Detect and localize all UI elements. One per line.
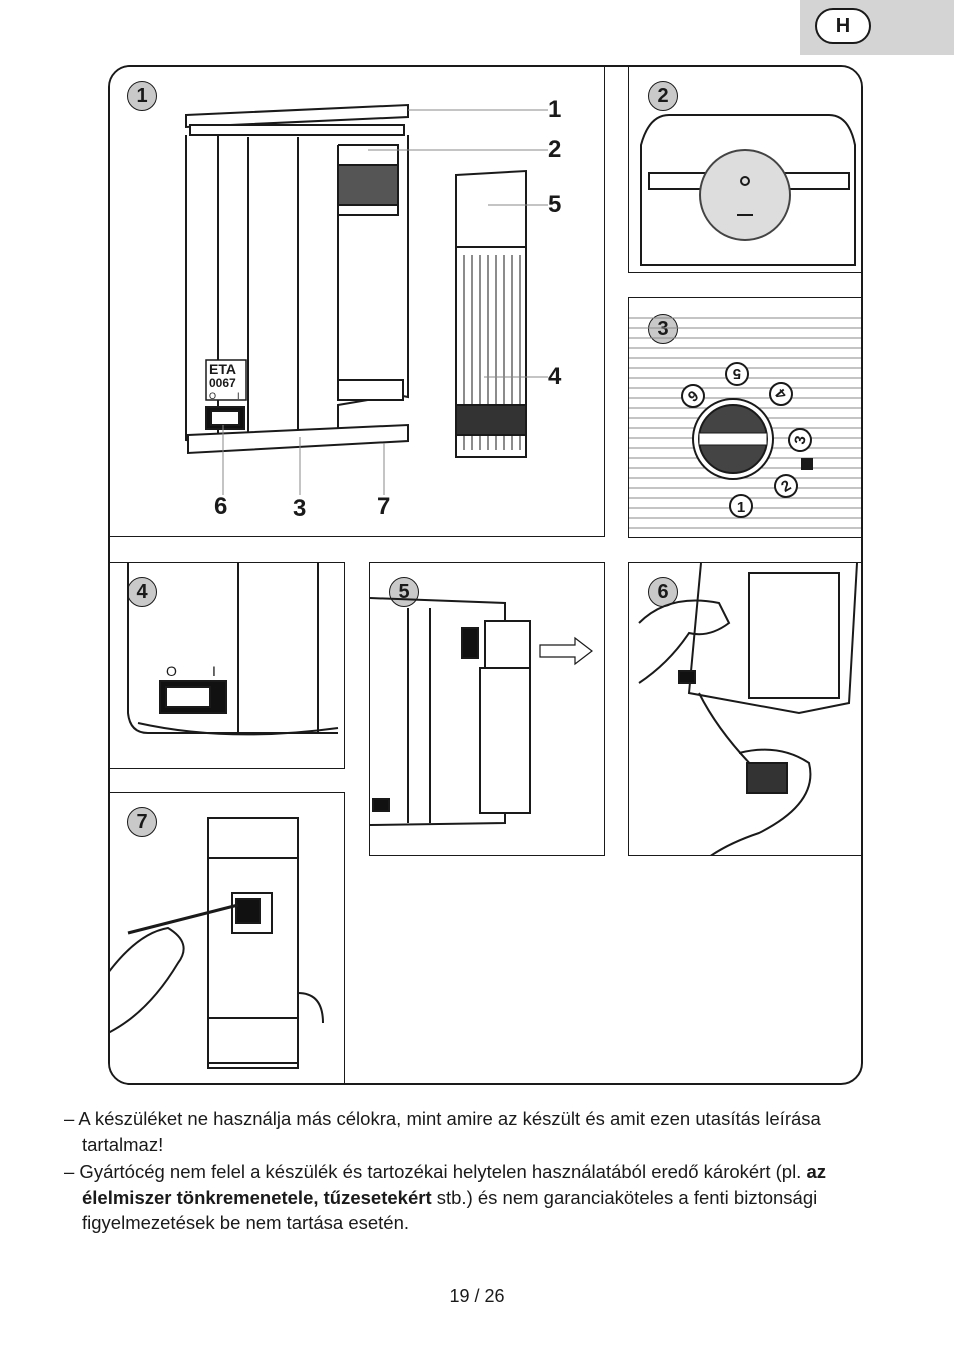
callout-1: 1 [548, 96, 562, 123]
note-2-bold: az élelmiszer tönkremenetele, tűzeseteké… [82, 1161, 827, 1208]
switch-off-symbol: O [166, 663, 177, 679]
figure-7-panel: 7 [110, 792, 345, 1083]
note-2: – Gyártócég nem felel a készülék és tart… [64, 1159, 904, 1236]
power-switch-drawing [127, 563, 339, 736]
figure-7-number: 7 [127, 807, 157, 837]
callout-5: 5 [548, 191, 562, 218]
figure-3-panel: 3 1 2 3 4 5 6 [628, 297, 861, 538]
note-2-end: stb.) és nem garanciaköteles a fenti biz… [82, 1186, 818, 1234]
page-number: 19 / 26 [449, 1286, 505, 1306]
switch-on-symbol: I [212, 663, 216, 679]
cleaning-drawing [110, 817, 324, 1069]
coffee-maker-drawing [185, 103, 548, 495]
label-brand: ETA [209, 361, 236, 377]
note-1: – A készüléket ne használja más célokra,… [64, 1108, 821, 1155]
figure-5-panel: 5 [369, 562, 605, 856]
figure-1-panel: 1 [110, 67, 605, 537]
figure-5-number: 5 [389, 577, 419, 607]
label-switch-on: I [237, 391, 240, 401]
figure-4-panel: 4 O I [110, 562, 345, 769]
illustration-frame: 1 [108, 65, 863, 1085]
language-badge: H [815, 8, 871, 44]
dial-mark-5: 5 [725, 362, 749, 386]
label-switch-off: O [209, 391, 217, 401]
remove-tank-drawing [370, 597, 593, 826]
figure-2-panel: 2 [628, 67, 861, 273]
dial-mark-1: 1 [729, 494, 753, 518]
callout-7: 7 [377, 493, 391, 520]
callout-3: 3 [293, 495, 307, 522]
label-model: 0067 [209, 376, 236, 390]
lid-detail-drawing [640, 114, 856, 266]
figure-2-number: 2 [648, 81, 678, 111]
figure-6-panel: 6 [628, 562, 861, 856]
safety-notes: – A készüléket ne használja más célokra,… [64, 1106, 904, 1236]
note-2-start: – Gyártócég nem felel a készülék és tart… [64, 1161, 807, 1182]
callout-4: 4 [548, 363, 562, 390]
callout-6: 6 [214, 493, 228, 520]
figure-1-number: 1 [127, 81, 157, 111]
unplug-drawing [638, 563, 858, 855]
figure-4-number: 4 [127, 577, 157, 607]
callout-2: 2 [548, 136, 562, 163]
temperature-dial-drawing [629, 317, 861, 529]
figure-3-number: 3 [648, 314, 678, 344]
